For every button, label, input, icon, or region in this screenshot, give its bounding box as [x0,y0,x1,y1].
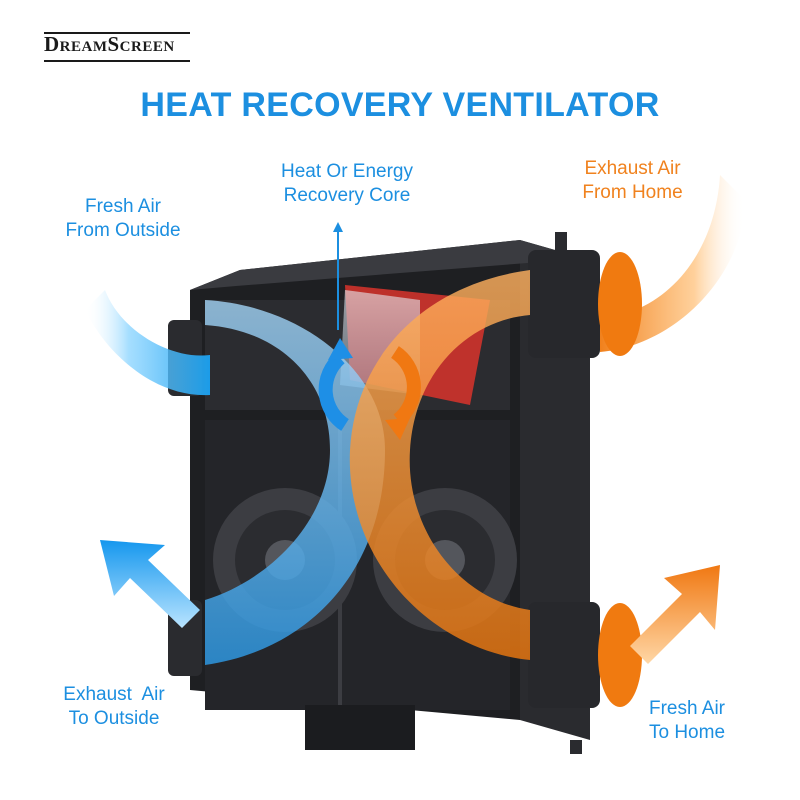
duct-fresh-out [528,602,600,708]
label-line: Exhaust Air [63,684,165,705]
label-line: Exhaust Air [584,158,681,179]
label-fresh-air-outside: Fresh Air From Outside [52,195,194,243]
fresh-air-path [205,300,385,665]
core-pointer-arrowhead [333,222,343,232]
duct-exhaust-in [528,250,600,358]
label-exhaust-air-outside: Exhaust Air To Outside [44,683,184,731]
label-exhaust-air-home: Exhaust Air From Home [560,157,705,205]
label-line: From Home [582,182,683,203]
label-line: Fresh Air [84,196,162,217]
brand-rule-bottom [44,60,190,62]
exhaust-duct-mouth [598,252,642,356]
fresh-duct-mouth [598,603,642,707]
brand-rule-top [44,32,190,34]
label-line: Fresh Air [648,698,726,719]
fresh-air-inflow [85,290,210,396]
label-line: To Outside [68,708,160,729]
label-line: From Outside [65,220,181,241]
up-left-arrow-icon [100,540,200,628]
page-title: HEAT RECOVERY VENTILATOR [140,86,660,124]
label-line: Recovery Core [283,185,411,206]
label-line: To Home [648,722,726,743]
brand-logo: DreamScreen [44,32,175,56]
up-right-arrow-icon [630,565,720,664]
exhaust-air-path [349,270,530,660]
label-line: Heat Or Energy [281,161,413,182]
label-recovery-core: Heat Or Energy Recovery Core [262,160,432,208]
label-fresh-air-home: Fresh Air To Home [628,697,746,745]
recycle-arrows-icon [318,338,421,440]
